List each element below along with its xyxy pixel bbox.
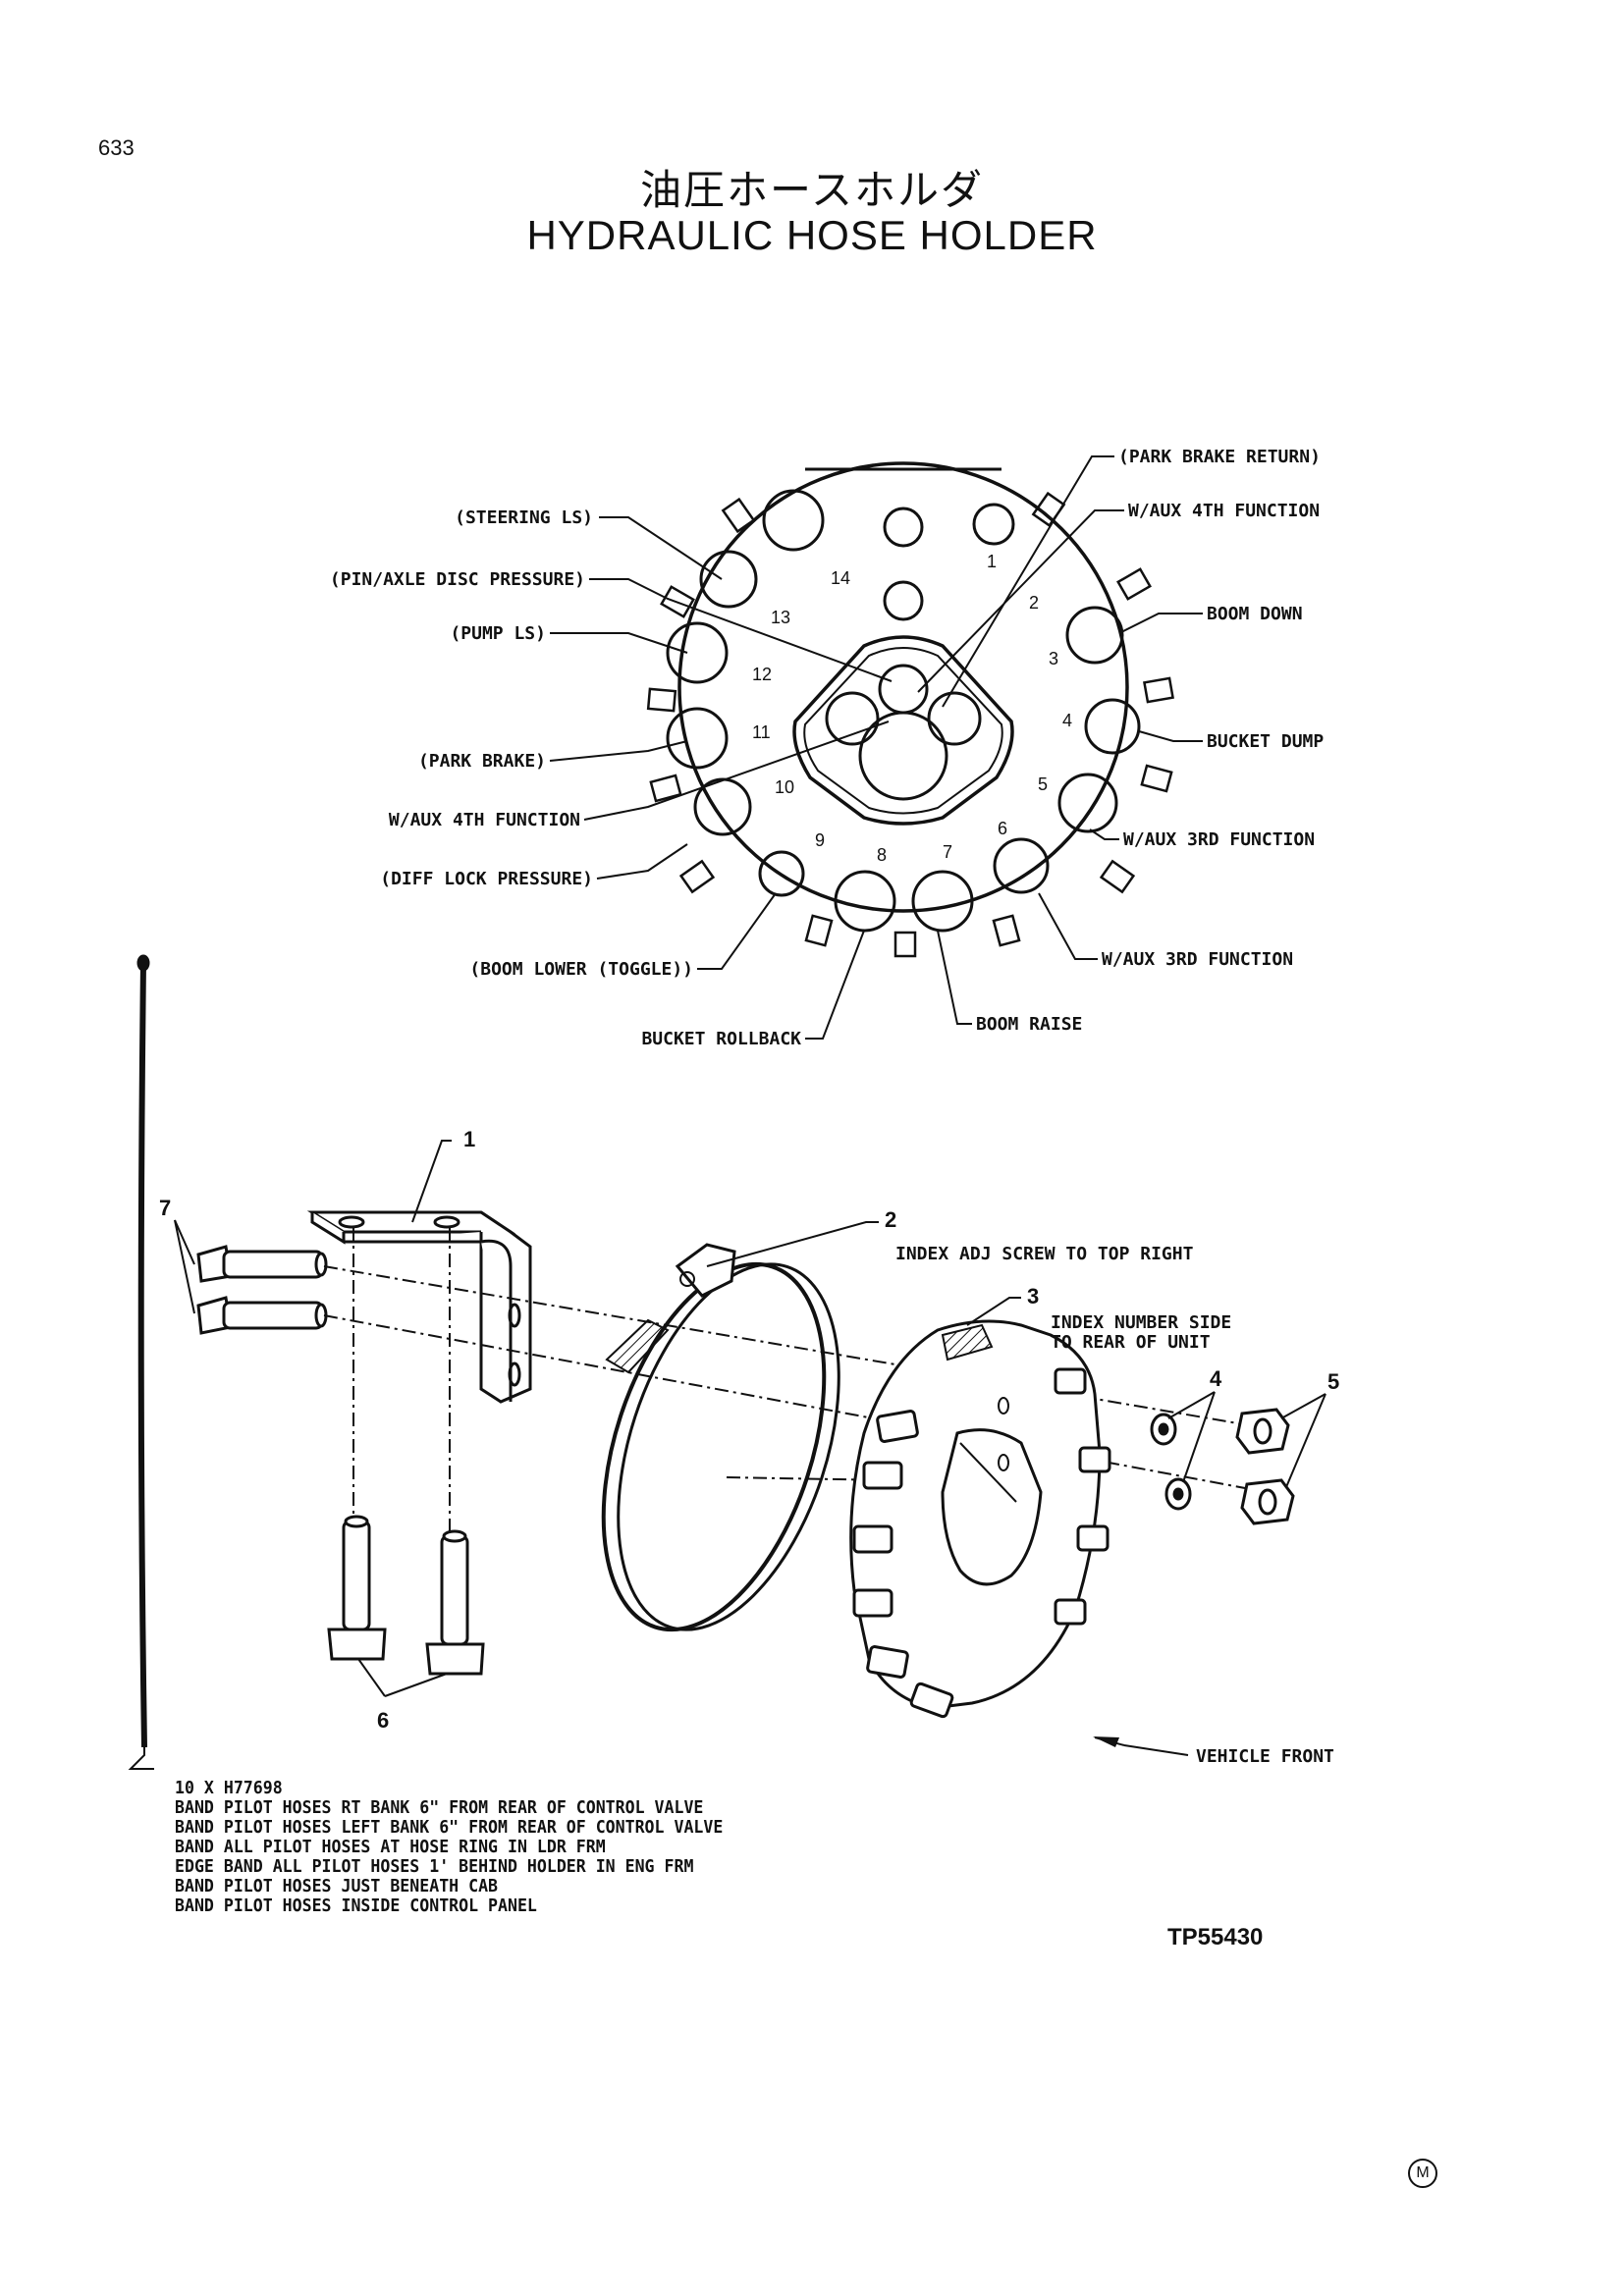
page-title: HYDRAULIC HOSE HOLDER xyxy=(526,212,1098,258)
label-w-aux-4th-function: W/AUX 4TH FUNCTION xyxy=(1128,501,1320,521)
bracket xyxy=(306,1210,532,1404)
label-pump-ls: (PUMP LS) xyxy=(450,623,546,644)
ring-number: 7 xyxy=(943,842,952,862)
page-number: 633 xyxy=(98,135,135,160)
label-pin-axle-disc-pressure: (PIN/AXLE DISC PRESSURE) xyxy=(330,569,585,590)
bolts-vertical xyxy=(327,1515,485,1676)
callout-4: 4 xyxy=(1210,1366,1222,1391)
m-mark-symbol: M xyxy=(1408,2159,1437,2188)
clamp-ring xyxy=(601,1243,840,1632)
ring-number: 5 xyxy=(1038,774,1048,794)
label-boom-raise: BOOM RAISE xyxy=(976,1014,1082,1035)
band-strap xyxy=(128,954,154,1770)
ring-number: 13 xyxy=(771,608,790,627)
ring-body xyxy=(677,461,1129,913)
callout-1: 1 xyxy=(463,1127,475,1151)
label-boom-down: BOOM DOWN xyxy=(1207,604,1303,624)
ring-number: 11 xyxy=(752,722,771,742)
exploded-notes: INDEX ADJ SCREW TO TOP RIGHT INDEX NUMBE… xyxy=(895,1244,1334,1767)
top-view-leaders xyxy=(549,455,1203,1040)
vehicle-front-arrowhead xyxy=(1093,1736,1119,1747)
ring-number: 3 xyxy=(1049,649,1058,668)
note-index-number-side: INDEX NUMBER SIDE xyxy=(1051,1312,1231,1333)
page-title-japanese: 油圧ホースホルダ xyxy=(640,166,984,214)
note-vehicle-front: VEHICLE FRONT xyxy=(1196,1746,1334,1767)
label-w-aux-4th-function: W/AUX 4TH FUNCTION xyxy=(389,810,580,830)
hose-ring-top-view xyxy=(646,461,1174,958)
ring-number: 8 xyxy=(877,845,887,865)
band-notes: 10 X H77698 BAND PILOT HOSES RT BANK 6" … xyxy=(175,1779,723,1916)
label-boom-lower-toggle: (BOOM LOWER (TOGGLE)) xyxy=(469,959,693,980)
hose-holder-part xyxy=(849,1319,1111,1719)
band-note: BAND PILOT HOSES JUST BENEATH CAB xyxy=(175,1876,499,1896)
band-note: 10 X H77698 xyxy=(175,1778,283,1798)
band-note: BAND ALL PILOT HOSES AT HOSE RING IN LDR… xyxy=(175,1837,606,1857)
band-note: BAND PILOT HOSES RT BANK 6" FROM REAR OF… xyxy=(175,1797,704,1818)
ring-number: 12 xyxy=(752,665,772,684)
band-note: BAND PILOT HOSES INSIDE CONTROL PANEL xyxy=(175,1896,537,1916)
bolts-horizontal xyxy=(196,1245,328,1335)
ring-number: 9 xyxy=(815,830,825,850)
nuts xyxy=(1235,1408,1295,1525)
label-park-brake: (PARK BRAKE) xyxy=(418,751,546,772)
ring-number: 1 xyxy=(987,552,997,571)
ring-number: 14 xyxy=(831,568,850,588)
callout-5: 5 xyxy=(1327,1369,1339,1394)
label-w-aux-3rd-function: W/AUX 3RD FUNCTION xyxy=(1102,949,1293,970)
reference-code: TP55430 xyxy=(1167,1924,1264,1950)
label-steering-ls: (STEERING LS) xyxy=(455,507,593,528)
label-bucket-dump: BUCKET DUMP xyxy=(1207,731,1324,752)
ring-position-numbers: 1 2 3 4 5 6 7 8 9 10 11 12 13 14 xyxy=(752,552,1072,865)
callout-leaders xyxy=(174,1140,1326,1756)
ring-number: 2 xyxy=(1029,593,1039,613)
hose-labels: (STEERING LS) (PIN/AXLE DISC PRESSURE) (… xyxy=(330,447,1324,1049)
washers xyxy=(1150,1413,1192,1511)
ring-slots xyxy=(666,489,1141,933)
note-index-adj-screw: INDEX ADJ SCREW TO TOP RIGHT xyxy=(895,1244,1194,1264)
ring-number: 10 xyxy=(775,777,794,797)
ring-number: 6 xyxy=(998,819,1007,838)
callout-7: 7 xyxy=(159,1196,171,1220)
center-opening xyxy=(792,635,1014,826)
ring-number: 4 xyxy=(1062,711,1072,730)
label-bucket-rollback: BUCKET ROLLBACK xyxy=(641,1029,801,1049)
ring-slot-tabs xyxy=(646,491,1174,958)
label-diff-lock-pressure: (DIFF LOCK PRESSURE) xyxy=(380,869,593,889)
label-park-brake-return: (PARK BRAKE RETURN) xyxy=(1118,447,1321,467)
band-note: EDGE BAND ALL PILOT HOSES 1' BEHIND HOLD… xyxy=(175,1856,694,1877)
callout-2: 2 xyxy=(885,1207,896,1232)
callout-numbers: 1 2 3 4 5 6 7 xyxy=(159,1127,1339,1733)
callout-3: 3 xyxy=(1027,1284,1039,1308)
callout-6: 6 xyxy=(377,1708,389,1733)
note-index-number-side: TO REAR OF UNIT xyxy=(1051,1332,1211,1353)
label-w-aux-3rd-function: W/AUX 3RD FUNCTION xyxy=(1123,829,1315,850)
band-note: BAND PILOT HOSES LEFT BANK 6" FROM REAR … xyxy=(175,1817,724,1838)
